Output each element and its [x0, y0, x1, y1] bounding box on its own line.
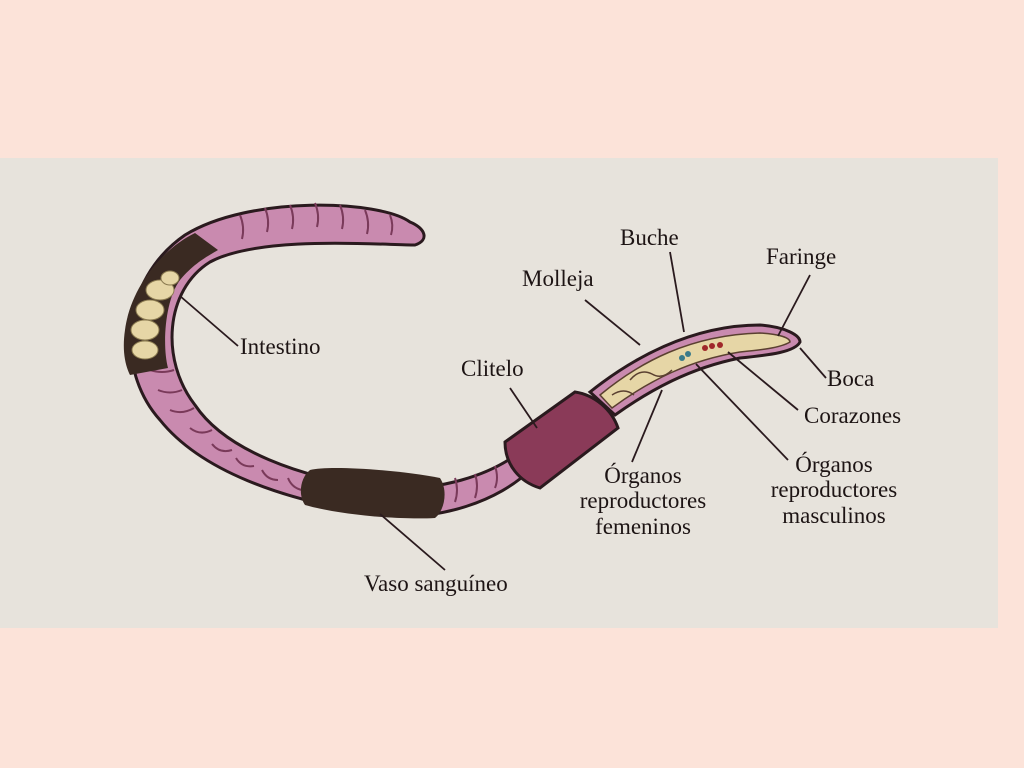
organ-details	[611, 342, 723, 396]
label-organos-masculinos-line2: reproductores	[770, 477, 898, 503]
intestine-lobes	[130, 270, 180, 360]
label-organos-femeninos-line2: reproductores	[579, 488, 707, 514]
worm-rings	[149, 202, 498, 503]
label-buche: Buche	[620, 225, 679, 250]
label-organos-femeninos-line1: Órganos	[604, 463, 682, 488]
label-boca: Boca	[827, 366, 875, 391]
pointer-lines	[179, 251, 827, 571]
label-intestino: Intestino	[240, 334, 321, 359]
anterior-organs	[598, 332, 791, 410]
label-faringe: Faringe	[766, 244, 837, 269]
label-organos-femeninos-line3: femeninos	[595, 513, 691, 539]
label-vaso-sanguineo: Vaso sanguíneo	[364, 571, 508, 596]
label-organos-masculinos-line1: Órganos	[795, 452, 873, 477]
label-organos-masculinos: Órganos reproductores masculinos	[771, 452, 897, 528]
intestine-lower	[300, 467, 445, 519]
clitellum	[503, 390, 620, 490]
label-organos-femeninos: Órganos reproductores femeninos	[580, 463, 706, 539]
label-corazones: Corazones	[804, 403, 902, 428]
label-clitelo: Clitelo	[461, 356, 524, 381]
label-molleja: Molleja	[522, 266, 594, 291]
label-organos-masculinos-line3: masculinos	[782, 502, 886, 528]
